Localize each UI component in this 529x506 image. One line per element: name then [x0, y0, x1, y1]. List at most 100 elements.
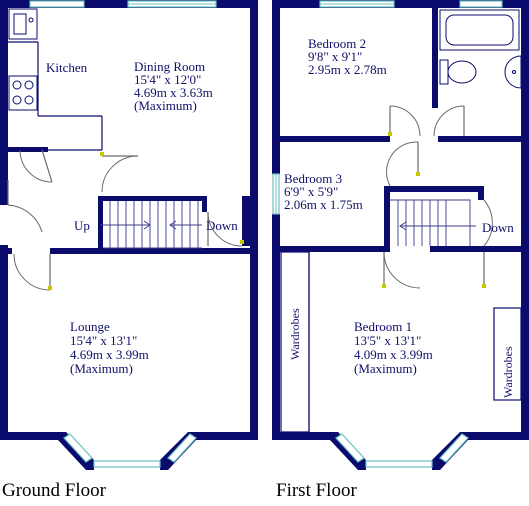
- first-stair-down-arrowhead: [399, 221, 407, 231]
- lounge-note: (Maximum): [70, 361, 133, 376]
- hob-ring-3: [12, 95, 22, 105]
- lounge-imperial: 15'4" x 13'1": [70, 333, 137, 348]
- ground-wall-left-upper: [0, 0, 8, 205]
- dining-room-metric: 4.69m x 3.63m: [134, 85, 213, 100]
- bedroom1-metric: 4.09m x 3.99m: [354, 347, 433, 362]
- bedroom3-label: Bedroom 3: [284, 171, 342, 186]
- ground-bay-front-right: [160, 462, 168, 470]
- first-door-jamb-b: [416, 172, 420, 176]
- ground-bay-window-left: [63, 433, 93, 463]
- wardrobes-right-label: Wardrobes: [501, 346, 515, 398]
- ground-stair-steps: [109, 201, 199, 248]
- first-bay-front-right: [432, 462, 440, 470]
- wardrobes-left-label: Wardrobes: [288, 308, 302, 360]
- ground-door-kitchen-leaf: [41, 149, 53, 183]
- bedroom2-imperial: 9'8" x 9'1": [308, 49, 362, 64]
- stair-wall-left: [98, 196, 103, 252]
- wardrobe-right-box: [493, 307, 522, 401]
- kitchen-tap: [28, 17, 34, 23]
- bedroom2-metric: 2.95m x 2.78m: [308, 62, 387, 77]
- ground-door-dining-swing: [101, 155, 139, 193]
- first-wall-bottom-right: [468, 432, 529, 440]
- ground-window-kitchen: [29, 0, 85, 8]
- dining-room-label: Dining Room: [134, 59, 205, 74]
- ground-wall-left-lower: [0, 245, 8, 440]
- bedroom1-note: (Maximum): [354, 361, 417, 376]
- toilet-cistern: [439, 59, 449, 85]
- bedroom1-imperial: 13'5" x 13'1": [354, 333, 421, 348]
- bathtub-inner: [445, 14, 514, 46]
- landing-wall-right: [478, 186, 484, 200]
- first-mid-wall-right: [430, 246, 521, 252]
- stair-wall-right-lower: [242, 196, 250, 246]
- first-door-landing-swing: [483, 199, 493, 247]
- hall-wall-strip: [8, 147, 48, 152]
- hob-ring-4: [24, 95, 34, 105]
- first-door-bathroom-swing: [433, 105, 465, 137]
- first-bay-window-front: [365, 460, 433, 468]
- bedroom1-label: Bedroom 1: [354, 319, 412, 334]
- ground-stair-down-arrowhead: [169, 220, 177, 230]
- hob-ring-2: [24, 80, 34, 90]
- first-door-bedroom1-swing: [383, 251, 421, 289]
- wash-basin-drain: [512, 70, 516, 74]
- ground-mid-wall-left: [0, 248, 12, 254]
- ground-floor-caption: Ground Floor: [2, 480, 107, 501]
- stair-wall-top: [98, 196, 204, 201]
- ground-stair-down-label: Down: [206, 218, 238, 233]
- first-stair-down-label: Down: [482, 220, 514, 235]
- ground-stair-outline: [103, 201, 202, 249]
- landing-wall-h: [384, 186, 480, 192]
- ground-door-jamb-a: [48, 286, 52, 290]
- first-window-bathroom: [459, 0, 503, 8]
- bedroom2-label: Bedroom 2: [308, 36, 366, 51]
- ground-stair-up-label: Up: [74, 218, 90, 233]
- lounge-metric: 4.69m x 3.99m: [70, 347, 149, 362]
- ground-bay-window-front: [93, 460, 161, 468]
- stair-wall-right: [202, 196, 207, 212]
- bedroom3-imperial: 6'9" x 5'9": [284, 184, 338, 199]
- bedroom2-wall-bottom: [280, 136, 390, 142]
- bathroom-wall-left: [432, 8, 438, 108]
- landing-wall-v: [384, 186, 390, 252]
- ground-door-jamb-b: [240, 240, 244, 244]
- ground-wall-right: [250, 0, 258, 440]
- first-stair-steps: [397, 200, 447, 246]
- ground-wall-bottom-left: [0, 432, 58, 440]
- bedroom3-metric: 2.06m x 1.75m: [284, 197, 363, 212]
- ground-bay-front-left: [86, 462, 94, 470]
- first-floor-plan: Bedroom 2 9'8" x 9'1" 2.95m x 2.78m Bedr…: [272, 0, 529, 470]
- first-mid-wall-left: [280, 246, 384, 252]
- first-bay-front-left: [358, 462, 366, 470]
- ground-stair-up-arrowhead: [143, 220, 151, 230]
- first-door-bedroom2-swing: [389, 105, 421, 137]
- first-stair-outline: [390, 199, 471, 246]
- ground-staircase: [100, 201, 202, 249]
- first-wall-right: [521, 0, 529, 440]
- dining-room-imperial: 15'4" x 12'0": [134, 72, 201, 87]
- first-wall-bottom-left: [272, 432, 330, 440]
- first-door-bedroom3-swing: [386, 141, 419, 187]
- ground-door-dining-jamb: [100, 152, 104, 156]
- ground-door-hall-swing: [13, 253, 51, 291]
- ground-wall-bottom-right: [196, 432, 258, 440]
- first-bay-window-left: [335, 433, 365, 463]
- ground-floor-plan: Kitchen Dining Room 15'4" x 12'0" 4.69m …: [0, 0, 258, 470]
- kitchen-sink-bowl: [13, 13, 27, 35]
- first-wall-left-upper: [272, 0, 280, 174]
- ground-door-front-swing: [7, 204, 43, 233]
- first-wall-top: [272, 0, 529, 8]
- first-door-jamb-a: [388, 132, 392, 136]
- kitchen-hob: [8, 75, 38, 111]
- ground-mid-wall-right: [50, 248, 258, 254]
- hob-ring-1: [12, 80, 22, 90]
- first-staircase: [390, 199, 476, 246]
- toilet-bowl: [447, 60, 477, 84]
- ground-door-kitchen-swing: [19, 149, 53, 183]
- first-floor-caption: First Floor: [276, 480, 357, 501]
- ground-bay-window-right: [167, 433, 197, 463]
- lounge-label: Lounge: [70, 319, 110, 334]
- first-wall-left-lower: [272, 214, 280, 440]
- first-door-jamb-d: [482, 284, 486, 288]
